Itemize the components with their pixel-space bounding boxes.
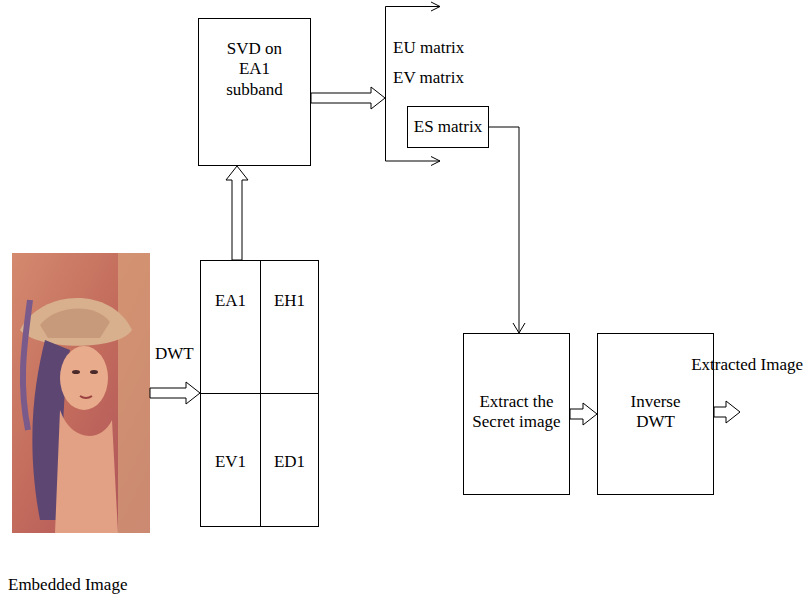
subband-cell: ED1: [260, 393, 319, 527]
text-label: Embedded Image: [8, 575, 127, 595]
block-arrow: [311, 87, 385, 109]
text-label: DWT: [155, 344, 194, 364]
node-text: Extract the Secret image: [471, 392, 563, 433]
block-arrow: [226, 166, 248, 260]
node-text: EA1: [215, 291, 246, 311]
dwt-arrow: [150, 382, 200, 404]
output-arrow: [714, 401, 740, 423]
block-arrow: [570, 403, 597, 425]
process-box: Extract the Secret image: [463, 333, 570, 495]
embedded-photo: [12, 253, 150, 533]
subband-cell: EH1: [260, 260, 319, 394]
node-text: EV1: [215, 452, 246, 472]
subband-cell: EA1: [200, 260, 261, 394]
node-text: ED1: [274, 452, 305, 472]
connector-line: [489, 127, 525, 333]
text-label: Extracted Image: [691, 355, 803, 375]
node-text: Inverse DWT: [621, 392, 691, 433]
process-box: SVD on EA1 subband: [198, 18, 311, 166]
matrix-group: EU matrix EV matrix ES matrix: [385, 6, 495, 162]
node-text: EU matrix: [393, 38, 464, 58]
node-text: EV matrix: [393, 68, 464, 88]
node-text: ES matrix: [414, 117, 482, 137]
subband-cell: EV1: [200, 393, 261, 527]
matrix-box: ES matrix: [407, 106, 489, 148]
node-text: SVD on EA1 subband: [216, 39, 294, 100]
node-text: EH1: [274, 291, 305, 311]
